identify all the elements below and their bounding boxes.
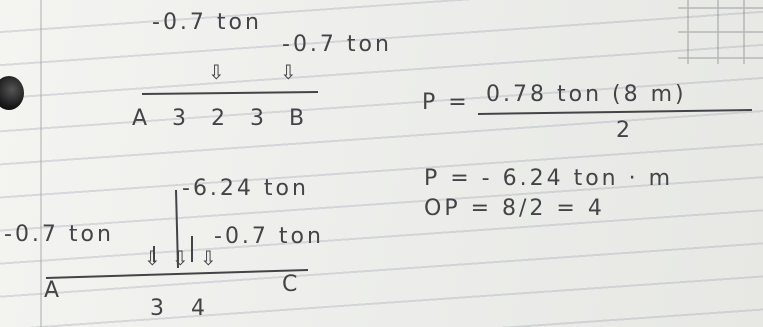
punch-hole bbox=[0, 76, 24, 110]
down-arrow-icon: ⇩ bbox=[208, 60, 225, 84]
formula-p-lhs: P = bbox=[422, 90, 470, 115]
formula-result-line: P = - 6.24 ton · m bbox=[424, 166, 674, 191]
formula-op-line: OP = 8/2 = 4 bbox=[424, 196, 605, 221]
down-arrow-icon: ⇩ bbox=[172, 246, 189, 270]
formula-numerator: 0.78 ton (8 m) bbox=[486, 82, 687, 107]
margin-line bbox=[40, 0, 42, 327]
corner-grid bbox=[678, 0, 763, 64]
bottom-label-a: A bbox=[44, 278, 63, 303]
top-beam-labels: A 3 2 3 B bbox=[132, 106, 314, 131]
formula-denominator: 2 bbox=[616, 118, 633, 143]
bottom-load-top-label: -6.24 ton bbox=[182, 176, 309, 201]
top-load-left-label: -0.7 ton bbox=[152, 10, 262, 35]
top-load-right-label: -0.7 ton bbox=[282, 32, 392, 57]
bottom-load-left-label: -0.7 ton bbox=[4, 222, 114, 247]
bottom-label-c: C bbox=[282, 272, 301, 297]
down-arrow-icon: ⇩ bbox=[200, 246, 217, 270]
bottom-labels-mid: 3 4 bbox=[150, 296, 215, 321]
down-arrow-icon: ⇩ bbox=[144, 246, 161, 270]
bottom-load-right-label: -0.7 ton bbox=[214, 224, 324, 249]
down-arrow-icon: ⇩ bbox=[280, 60, 297, 84]
